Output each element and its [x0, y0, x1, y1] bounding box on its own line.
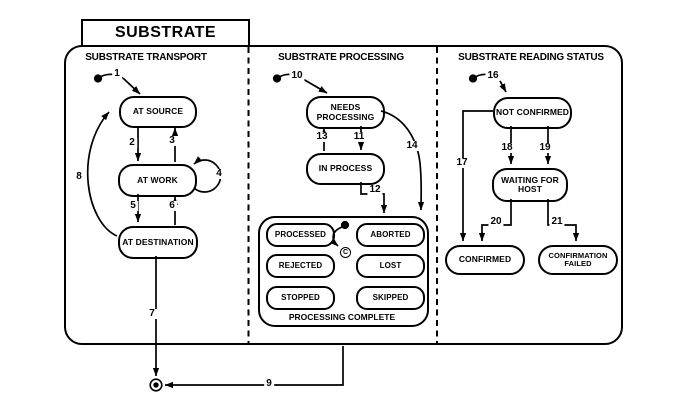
transition-label-19: 19	[537, 142, 553, 153]
transition-9-arrow	[164, 346, 344, 389]
transition-label-14: 14	[404, 140, 420, 151]
transition-label-12: 12	[367, 184, 383, 195]
heading-substrate-transport: SUBSTRATE TRANSPORT	[85, 52, 207, 63]
transition-label-2: 2	[127, 137, 137, 148]
state-skipped: SKIPPED	[356, 286, 425, 310]
state-at-work: AT WORK	[118, 164, 197, 197]
state-lost: LOST	[356, 254, 425, 278]
transition-label-20: 20	[488, 216, 504, 227]
transition-label-13: 13	[314, 131, 330, 142]
state-processed: PROCESSED	[266, 223, 335, 247]
transition-label-21: 21	[549, 216, 565, 227]
connector-c-label: C	[342, 248, 349, 256]
transition-label-16: 16	[485, 70, 501, 81]
state-confirmation-failed: CONFIRMATION FAILED	[538, 245, 618, 275]
state-at-source: AT SOURCE	[119, 96, 197, 128]
state-aborted: ABORTED	[356, 223, 425, 247]
state-rejected: REJECTED	[266, 254, 335, 278]
heading-substrate-processing: SUBSTRATE PROCESSING	[278, 52, 404, 63]
final-state-inner-dot	[153, 382, 159, 388]
state-needs-processing: NEEDS PROCESSING	[306, 96, 385, 129]
connector-c-icon: C	[340, 247, 351, 258]
transition-label-4: 4	[214, 168, 224, 179]
transition-label-17: 17	[454, 157, 470, 168]
transition-label-5: 5	[128, 200, 138, 211]
transition-label-18: 18	[499, 142, 515, 153]
transition-label-9: 9	[264, 378, 274, 389]
state-at-destination: AT DESTINATION	[118, 226, 198, 259]
transition-label-8: 8	[74, 171, 84, 182]
heading-substrate-reading-status: SUBSTRATE READING STATUS	[458, 52, 604, 63]
state-stopped: STOPPED	[266, 286, 335, 310]
diagram-title: SUBSTRATE	[114, 24, 217, 41]
final-state-outer-circle	[149, 378, 163, 392]
transition-label-6: 6	[167, 200, 177, 211]
transition-label-1: 1	[112, 68, 122, 79]
label-processing-complete: PROCESSING COMPLETE	[288, 312, 396, 322]
state-confirmed: CONFIRMED	[445, 245, 525, 275]
transition-label-11: 11	[351, 131, 367, 142]
transition-label-3: 3	[167, 135, 177, 146]
transition-label-7: 7	[147, 308, 157, 319]
diagram-title-box: SUBSTRATE	[81, 19, 250, 47]
state-waiting-for-host: WAITING FOR HOST	[492, 168, 568, 202]
state-in-process: IN PROCESS	[306, 153, 385, 185]
state-not-confirmed: NOT CONFIRMED	[493, 97, 572, 129]
transition-label-10: 10	[289, 70, 305, 81]
